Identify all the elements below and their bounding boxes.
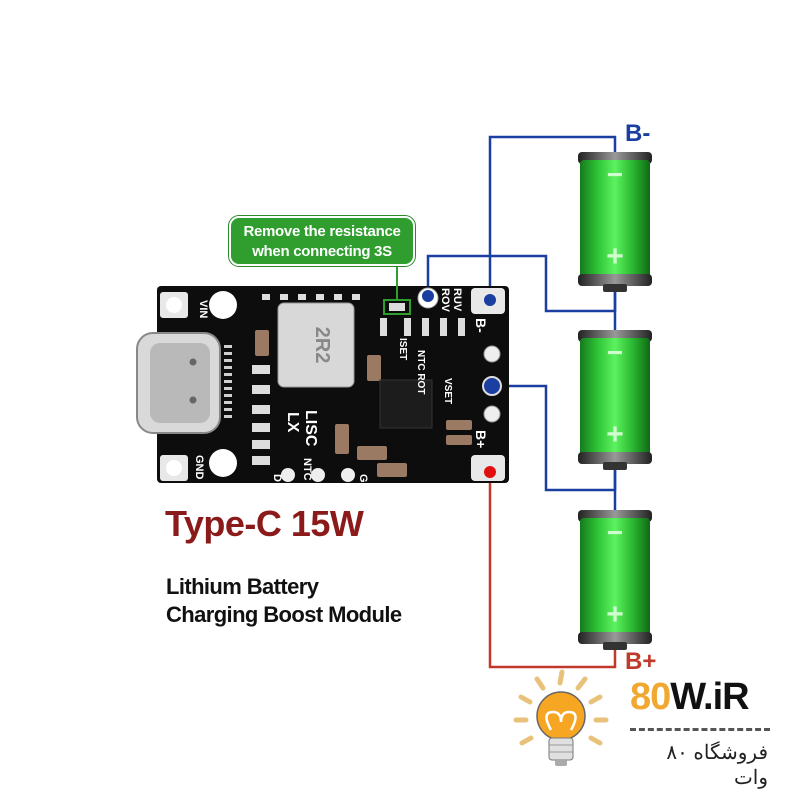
- pad-unused[interactable]: [483, 405, 501, 423]
- callout-remove-resistance: Remove the resistance when connecting 3S: [229, 216, 415, 266]
- callout-line2: when connecting 3S: [252, 243, 392, 260]
- subtitle-line2: Charging Boost Module: [166, 602, 402, 627]
- negative-symbol: −: [607, 517, 623, 548]
- label-gnd: GND: [193, 455, 205, 480]
- label-lx: LX: [284, 412, 301, 433]
- negative-symbol: −: [607, 159, 623, 190]
- subtitle-line1: Lithium Battery: [166, 574, 319, 599]
- brand-divider: [630, 728, 770, 731]
- battery-1: −+: [578, 152, 652, 292]
- pad-ntc-bottom[interactable]: [311, 468, 325, 482]
- label-g: G: [357, 474, 369, 483]
- lightbulb-icon: [513, 669, 609, 766]
- brand-logo: 80W.iR: [630, 676, 750, 719]
- label-ntc: NTC: [301, 458, 313, 481]
- battery-2: −+: [578, 330, 652, 470]
- label-rov: ROV: [439, 288, 451, 313]
- label-ntc-rot: NTC ROT: [415, 350, 426, 394]
- pad-d[interactable]: [281, 468, 295, 482]
- pcb-board: 2R2 VIN GND B- B+ RUV ROV ISET NTC ROT V…: [136, 286, 509, 483]
- wire-b-minus: [488, 135, 617, 298]
- battery-3: −+: [578, 510, 652, 650]
- label-b-plus: B+: [473, 430, 489, 448]
- pad-b-minus[interactable]: [484, 294, 496, 306]
- callout-line1: Remove the resistance: [243, 223, 401, 240]
- brand-tagline: فروشگاه ۸۰ وات: [666, 742, 768, 789]
- positive-symbol: +: [606, 598, 624, 631]
- brand-accent: 80: [630, 676, 671, 718]
- negative-symbol: −: [607, 337, 623, 368]
- label-d: D: [271, 474, 283, 482]
- positive-symbol: +: [606, 418, 624, 451]
- label-iset: ISET: [397, 338, 408, 360]
- hole-gnd: [209, 449, 237, 477]
- terminal-b-minus-label: B-: [625, 120, 651, 147]
- pad-ntc[interactable]: [483, 345, 501, 363]
- wire-b-plus: [488, 472, 617, 669]
- label-b-minus: B-: [473, 318, 489, 333]
- ic-chip: [379, 379, 433, 429]
- label-vset: VSET: [442, 378, 453, 404]
- positive-symbol: +: [606, 240, 624, 273]
- negative-wires: [426, 135, 617, 510]
- pad-b-plus[interactable]: [484, 466, 496, 478]
- pad-vset[interactable]: [482, 376, 502, 396]
- pad-g[interactable]: [341, 468, 355, 482]
- label-lisc: LISC: [302, 410, 319, 447]
- product-title: Type-C 15W: [165, 503, 364, 544]
- label-vin: VIN: [197, 300, 209, 318]
- inductor-marking: 2R2: [311, 327, 333, 364]
- product-subtitle: Lithium Battery Charging Boost Module: [166, 573, 402, 629]
- inductor: [277, 302, 355, 388]
- label-ruv: RUV: [451, 288, 463, 312]
- hole-vin: [209, 291, 237, 319]
- brand-rest: W.iR: [670, 676, 749, 718]
- terminal-b-plus-label: B+: [625, 648, 657, 675]
